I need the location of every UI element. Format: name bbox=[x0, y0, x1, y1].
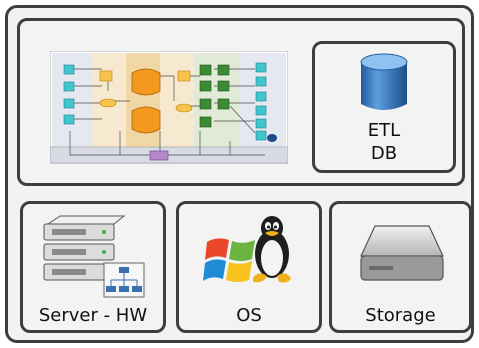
etl-label: ETL bbox=[367, 120, 401, 141]
server-hw-label: Server - HW bbox=[38, 305, 148, 326]
os-label: OS bbox=[236, 305, 262, 326]
storage-label: Storage bbox=[365, 305, 436, 326]
hard-drive-icon bbox=[360, 225, 444, 281]
tux-penguin-icon bbox=[253, 216, 291, 283]
storage-box: Storage bbox=[329, 201, 472, 333]
server-hw-box: Server - HW bbox=[20, 201, 166, 333]
etl-panel: ETL DB bbox=[17, 18, 465, 186]
database-cylinder-icon bbox=[360, 53, 408, 110]
etl-flow-diagram bbox=[50, 51, 288, 164]
server-rack-icon bbox=[43, 215, 126, 281]
windows-logo-icon bbox=[203, 238, 255, 282]
db-label: DB bbox=[370, 143, 398, 164]
os-box: OS bbox=[176, 201, 322, 333]
etl-db-box: ETL DB bbox=[312, 41, 456, 173]
network-topology-icon bbox=[103, 262, 145, 298]
